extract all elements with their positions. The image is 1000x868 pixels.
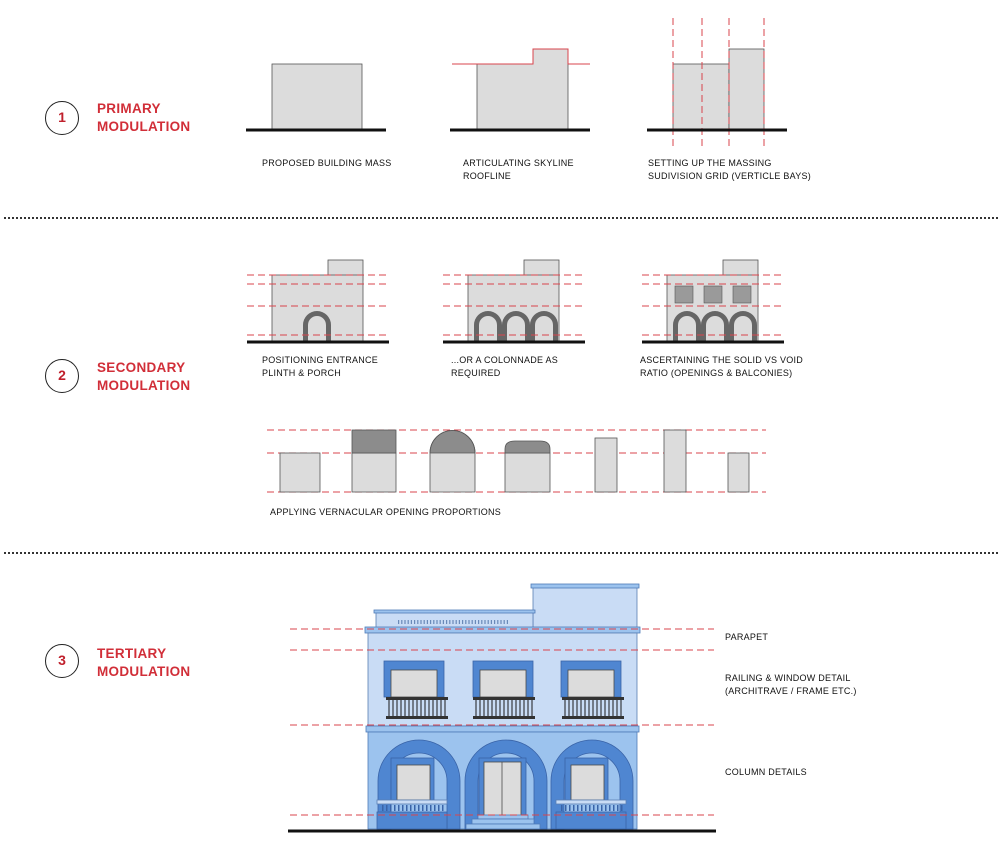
- label-railing-window: RAILING & WINDOW DETAIL (ARCHITRAVE / FR…: [725, 672, 857, 698]
- caption-massing-grid: SETTING UP THE MASSING SUDIVISION GRID (…: [648, 157, 811, 183]
- caption-proposed-mass: PROPOSED BUILDING MASS: [262, 157, 392, 170]
- caption-line1: ...OR A COLONNADE AS: [451, 355, 559, 365]
- section-number-2: 2: [45, 359, 79, 393]
- label-parapet: PARAPET: [725, 632, 769, 642]
- solid-void-ratio-drawing: [642, 259, 784, 344]
- balcony-railings: [386, 697, 624, 719]
- section-number-3: 3: [45, 644, 79, 678]
- caption-line2: REQUIRED: [451, 368, 501, 378]
- caption-skyline-roofline: ARTICULATING SKYLINE ROOFLINE: [463, 157, 574, 183]
- section-title-tertiary: TERTIARY MODULATION: [97, 645, 191, 681]
- caption-line1: POSITIONING ENTRANCE: [262, 355, 379, 365]
- massing-grid-drawing: [647, 18, 787, 146]
- tertiary-elevation-drawing: [288, 583, 716, 833]
- caption-vernacular-openings: APPLYING VERNACULAR OPENING PROPORTIONS: [270, 507, 501, 517]
- caption-entrance: POSITIONING ENTRANCE PLINTH & PORCH: [262, 354, 378, 380]
- label-line1: RAILING & WINDOW DETAIL: [725, 673, 851, 683]
- caption-line2: RATIO (OPENINGS & BALCONIES): [640, 368, 793, 378]
- entrance-plinth-porch-drawing: [247, 259, 389, 344]
- caption-line2: ROOFLINE: [463, 171, 512, 181]
- section-number-1: 1: [45, 101, 79, 135]
- section-title-line2: MODULATION: [97, 378, 191, 393]
- caption-line1: ARTICULATING SKYLINE: [463, 158, 574, 168]
- skyline-roofline-drawing: [450, 48, 590, 132]
- caption-solid-void: ASCERTAINING THE SOLID VS VOID RATIO (OP…: [640, 354, 803, 380]
- section-divider: [4, 217, 998, 219]
- section-title-primary: PRIMARY MODULATION: [97, 100, 191, 136]
- proposed-building-mass-drawing: [246, 63, 386, 132]
- vernacular-openings-drawing: [267, 429, 766, 493]
- section-title-line1: TERTIARY: [97, 646, 167, 661]
- label-column-details: COLUMN DETAILS: [725, 767, 807, 777]
- caption-line2: SUDIVISION GRID (VERTICLE BAYS): [648, 171, 811, 181]
- colonnade-drawing: [443, 259, 585, 344]
- section-title-line1: PRIMARY: [97, 101, 161, 116]
- section-title-line1: SECONDARY: [97, 360, 186, 375]
- caption-line1: SETTING UP THE MASSING: [648, 158, 772, 168]
- section-title-line2: MODULATION: [97, 119, 191, 134]
- label-line2: (ARCHITRAVE / FRAME ETC.): [725, 686, 857, 696]
- caption-line1: ASCERTAINING THE SOLID VS VOID: [640, 355, 804, 365]
- caption-line2: PLINTH & PORCH: [262, 368, 342, 378]
- section-divider: [4, 552, 998, 554]
- caption-line1: PROPOSED BUILDING MASS: [262, 158, 392, 168]
- upper-window-group: [383, 660, 622, 698]
- caption-colonnade: ...OR A COLONNADE AS REQUIRED: [451, 354, 558, 380]
- section-title-secondary: SECONDARY MODULATION: [97, 359, 191, 395]
- section-title-line2: MODULATION: [97, 664, 191, 679]
